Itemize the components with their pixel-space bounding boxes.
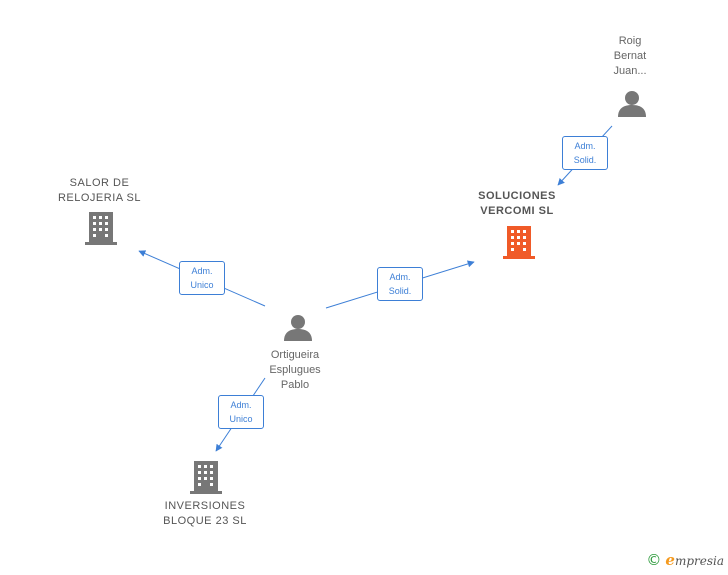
brand-logo[interactable]: empresia (665, 551, 724, 569)
person-icon[interactable] (618, 91, 646, 117)
edge-label-ortigueira-inversiones[interactable]: Adm. Unico (218, 395, 264, 429)
edge-label-ortigueira-salor[interactable]: Adm. Unico (179, 261, 225, 295)
edge-label-roig-soluciones[interactable]: Adm. Solid. (562, 136, 608, 170)
person-icon[interactable] (284, 315, 312, 341)
copyright-footer: © empresia (646, 551, 724, 569)
building-icon[interactable] (85, 212, 117, 245)
node-label-soluciones[interactable]: SOLUCIONES VERCOMI SL (478, 190, 556, 217)
edge-label-ortigueira-soluciones[interactable]: Adm. Solid. (377, 267, 423, 301)
building-icon[interactable] (503, 226, 535, 259)
building-icon[interactable] (190, 461, 222, 494)
node-label-inversiones[interactable]: INVERSIONES BLOQUE 23 SL (163, 500, 247, 527)
node-label-salor[interactable]: SALOR DE RELOJERIA SL (57, 177, 142, 204)
copyright-icon: © (646, 551, 662, 569)
node-label-roig[interactable]: Roig Bernat Juan... (613, 35, 647, 77)
node-label-ortigueira[interactable]: Ortigueira Esplugues Pablo (269, 349, 321, 391)
